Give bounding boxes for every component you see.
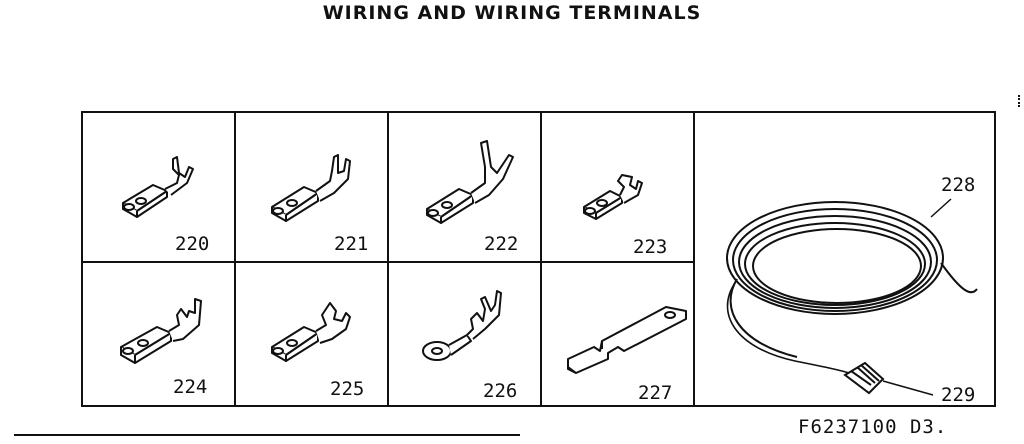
- part-number-226: 226: [483, 380, 518, 402]
- part-number-225: 225: [330, 378, 365, 400]
- part-cell-223: 223: [542, 113, 695, 263]
- part-number-221: 221: [334, 233, 369, 255]
- terminal-220-drawing: [122, 156, 194, 218]
- part-number-223: 223: [633, 236, 668, 258]
- part-cell-227: 227: [542, 263, 695, 407]
- drawing-code: F6237100 D3.: [798, 416, 948, 438]
- terminal-225-drawing: [271, 302, 351, 362]
- ring-terminal-226-drawing: [422, 290, 502, 361]
- part-number-222: 222: [484, 233, 519, 255]
- wire-nut-229-drawing: [843, 361, 934, 396]
- part-number-228: 228: [941, 174, 976, 196]
- part-cell-226: 226: [389, 263, 542, 407]
- part-number-229: 229: [941, 384, 976, 406]
- part-cell-220: 220: [83, 113, 236, 263]
- parts-grid: 220 221 222: [81, 111, 996, 407]
- margin-mark: [1018, 95, 1023, 107]
- part-cell-221: 221: [236, 113, 389, 263]
- terminal-224-drawing: [120, 298, 202, 364]
- flat-terminal-227-drawing: [567, 306, 687, 374]
- part-number-220: 220: [175, 233, 210, 255]
- terminal-223-drawing: [583, 174, 643, 220]
- part-cell-224: 224: [83, 263, 236, 407]
- bottom-rule: [14, 434, 520, 436]
- part-cell-222: 222: [389, 113, 542, 263]
- terminal-222-drawing: [426, 140, 514, 224]
- part-cell-228-229: 228 229: [695, 113, 996, 407]
- part-number-224: 224: [173, 376, 208, 398]
- part-cell-225: 225: [236, 263, 389, 407]
- wire-coil-228-drawing: [726, 198, 978, 396]
- diagram-title: WIRING AND WIRING TERMINALS: [322, 2, 702, 24]
- terminal-221-drawing: [271, 154, 351, 222]
- part-number-227: 227: [638, 382, 673, 404]
